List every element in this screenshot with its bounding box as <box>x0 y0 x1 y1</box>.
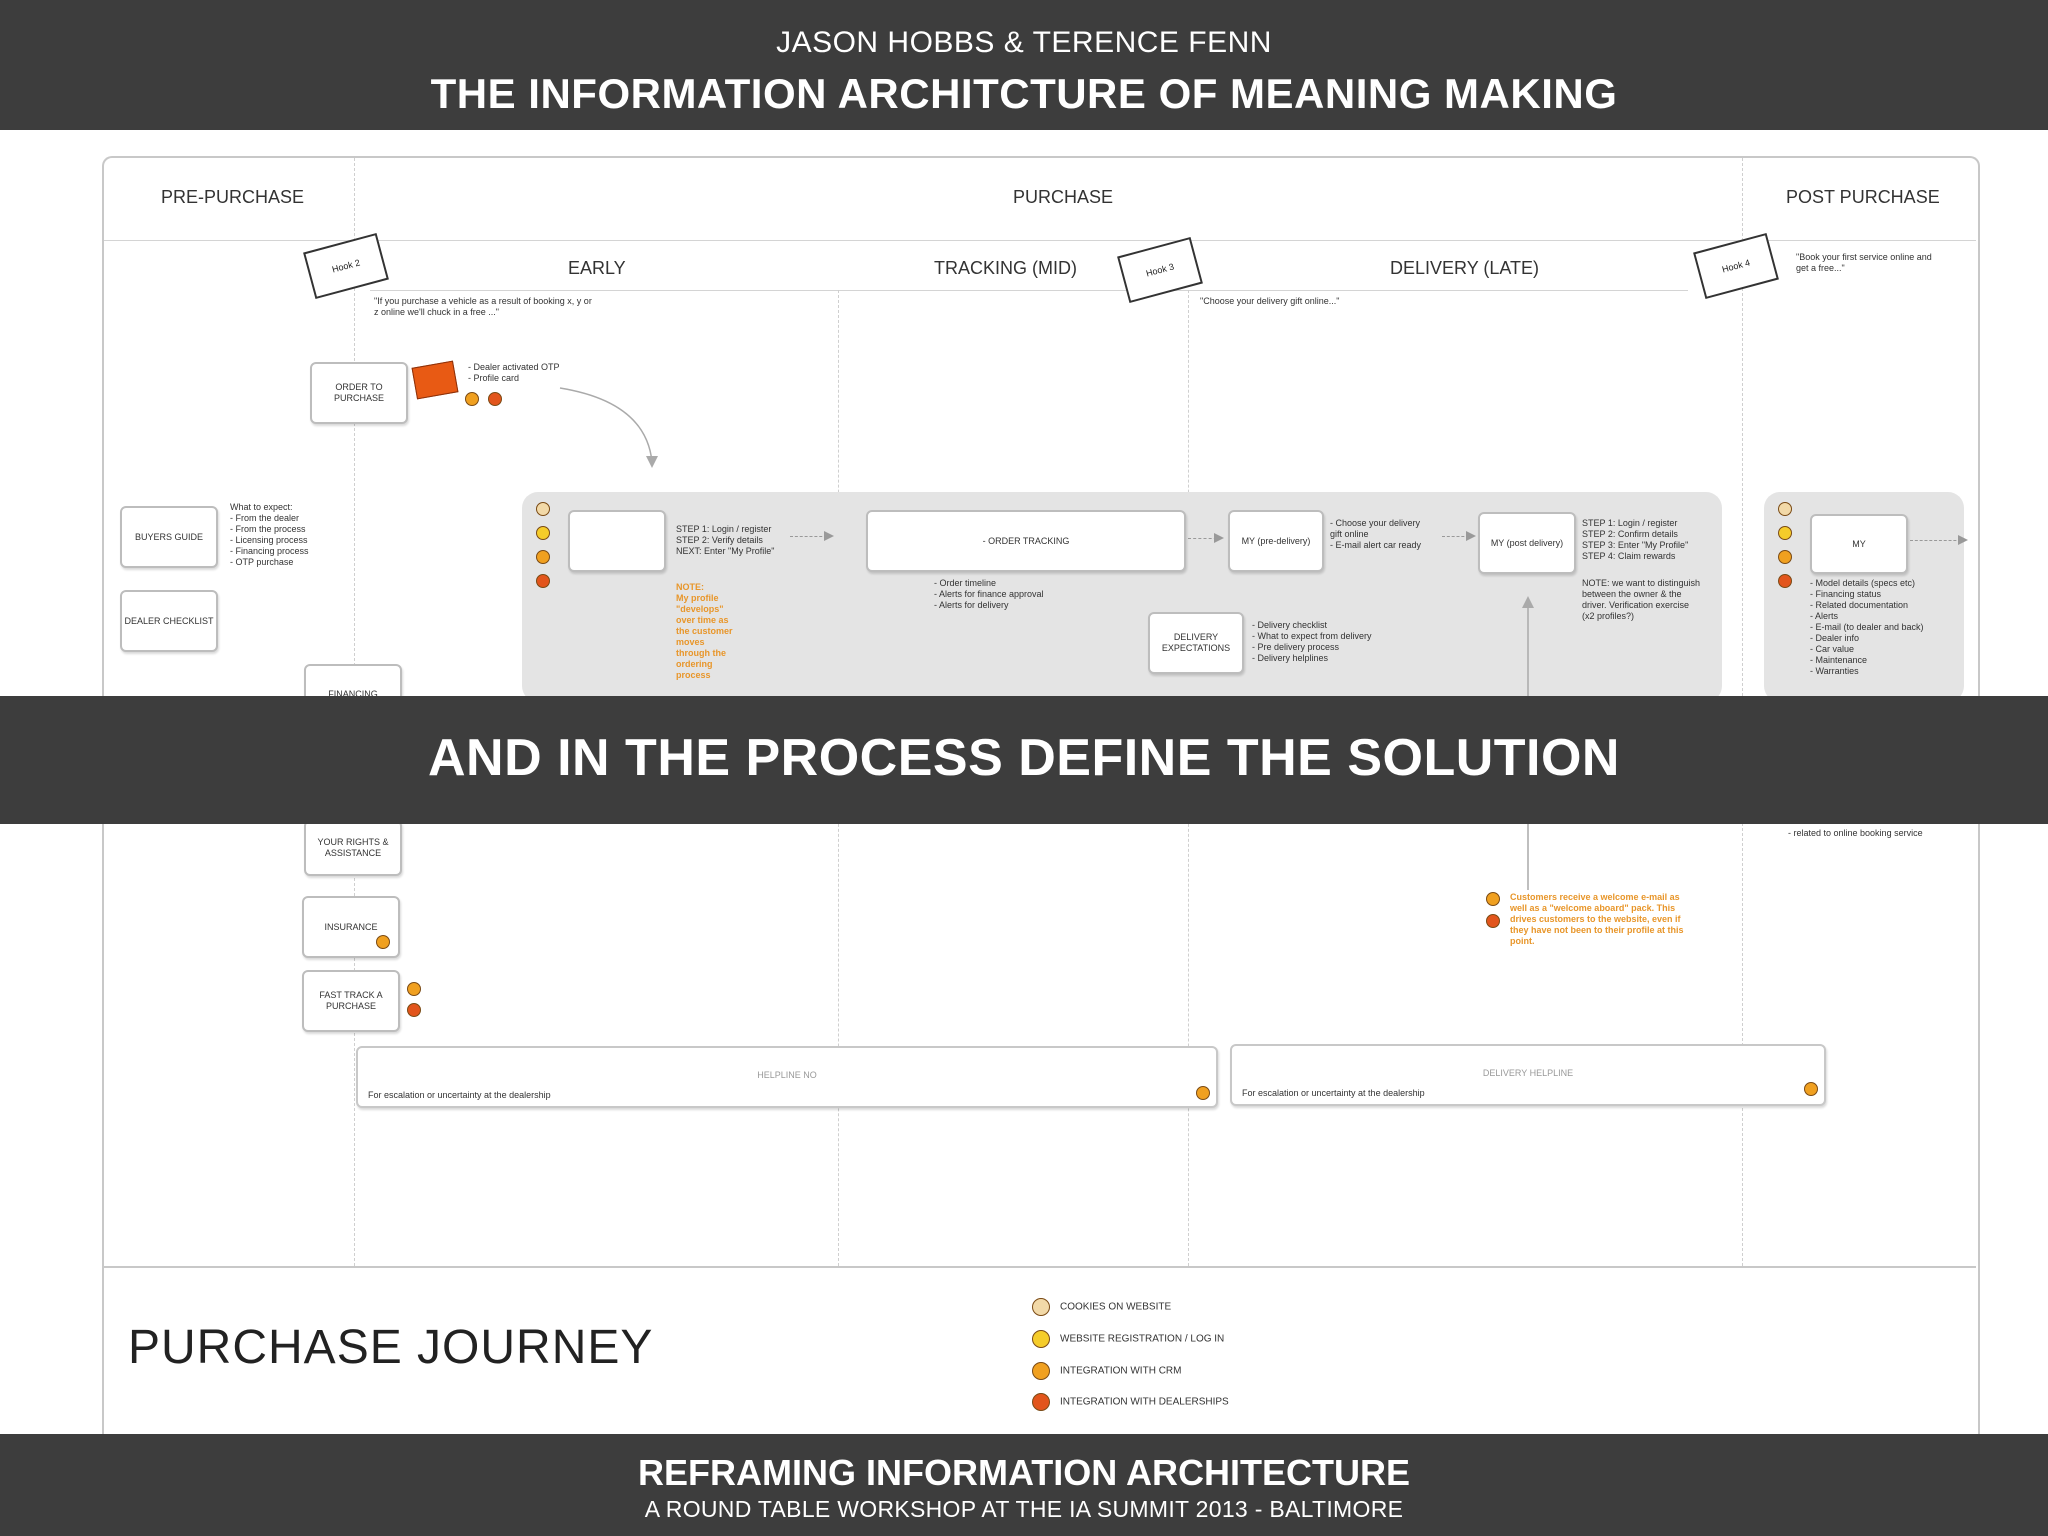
profile-develops-note: NOTE: My profile "develops" over time as… <box>676 582 733 680</box>
delivery-helpline-subtitle: For escalation or uncertainty at the dea… <box>1242 1088 1425 1098</box>
overlay-message: AND IN THE PROCESS DEFINE THE SOLUTION <box>428 729 1620 787</box>
flow-curve-arrow <box>559 387 658 468</box>
flow-arrow <box>790 531 834 541</box>
legend-divider <box>104 1266 1976 1268</box>
order-to-purchase-box: ORDER TO PURCHASE <box>310 362 408 424</box>
registration-dot-icon <box>1778 526 1792 540</box>
insurance-box: INSURANCE <box>302 896 400 958</box>
late-steps-note: STEP 1: Login / register STEP 2: Confirm… <box>1582 518 1689 561</box>
crm-dot-icon <box>1486 892 1500 906</box>
legend-cookies: COOKIES ON WEBSITE <box>1032 1298 1171 1316</box>
delivery-helpline-box: DELIVERY HELPLINE For escalation or unce… <box>1230 1044 1826 1106</box>
your-rights-box: YOUR RIGHTS & ASSISTANCE <box>304 820 402 876</box>
crm-dot-icon <box>1778 550 1792 564</box>
stage-early: EARLY <box>568 258 626 278</box>
phase-pre-purchase: PRE-PURCHASE <box>161 187 305 207</box>
crm-dot-icon <box>376 935 390 949</box>
cookies-dot-icon <box>536 502 550 516</box>
footer-band: REFRAMING INFORMATION ARCHITECTURE A ROU… <box>0 1434 2048 1536</box>
delivery-expectations-box: DELIVERY EXPECTATIONS <box>1148 612 1244 674</box>
login-box <box>568 510 666 572</box>
dealership-dot-icon <box>1032 1393 1050 1411</box>
crm-dot-icon <box>1032 1362 1050 1380</box>
crm-dot-icon <box>1804 1082 1818 1096</box>
hook-note-post: "Book your first service online and get … <box>1796 252 1932 273</box>
welcome-pack-note: Customers receive a welcome e-mail as we… <box>1510 892 1684 946</box>
order-tracking-box: - ORDER TRACKING <box>866 510 1186 572</box>
dealership-dot-icon <box>1486 914 1500 928</box>
otp-note: - Dealer activated OTP - Profile card <box>468 362 560 383</box>
dealership-dot-icon <box>488 392 502 406</box>
phase-purchase: PURCHASE <box>1013 187 1114 207</box>
helpline-title: HELPLINE NO <box>757 1070 817 1080</box>
legend-dealerships: INTEGRATION WITH DEALERSHIPS <box>1032 1393 1229 1411</box>
dealership-dot-icon <box>407 1003 421 1017</box>
footer-subtitle: A ROUND TABLE WORKSHOP AT THE IA SUMMIT … <box>644 1496 1404 1522</box>
authors: JASON HOBBS & TERENCE FENN <box>776 26 1272 59</box>
fast-track-box: FAST TRACK A PURCHASE <box>302 970 400 1032</box>
flow-arrow <box>1442 531 1476 541</box>
delivery-helpline-title: DELIVERY HELPLINE <box>1482 1068 1574 1078</box>
header-band: JASON HOBBS & TERENCE FENN THE INFORMATI… <box>0 0 2048 130</box>
my-post-delivery-box: MY (post delivery) <box>1478 512 1576 574</box>
presentation-title: THE INFORMATION ARCHITCTURE OF MEANING M… <box>430 70 1618 117</box>
flow-arrow <box>1910 535 1968 545</box>
registration-dot-icon <box>1032 1330 1050 1348</box>
phase-divider <box>104 240 1976 241</box>
early-steps-note: STEP 1: Login / register STEP 2: Verify … <box>676 524 775 556</box>
helpline-subtitle: For escalation or uncertainty at the dea… <box>368 1090 551 1100</box>
stage-tracking: TRACKING (MID) <box>934 258 1077 278</box>
hook-note-early: "If you purchase a vehicle as a result o… <box>374 296 592 317</box>
stage-delivery: DELIVERY (LATE) <box>1390 258 1540 278</box>
overlay-band: AND IN THE PROCESS DEFINE THE SOLUTION <box>0 696 2048 824</box>
pre-delivery-note: - Choose your delivery gift online - E-m… <box>1330 518 1422 550</box>
my-pre-delivery-box: MY (pre-delivery) <box>1228 510 1324 572</box>
owner-profile-note: - Model details (specs etc) - Financing … <box>1810 578 1924 676</box>
dealer-checklist-box: DEALER CHECKLIST <box>120 590 218 652</box>
helpline-box: HELPLINE NO For escalation or uncertaint… <box>356 1046 1218 1108</box>
purchase-journey-title: PURCHASE JOURNEY <box>128 1321 654 1374</box>
stage-divider <box>370 290 1688 291</box>
cookies-dot-icon <box>1778 502 1792 516</box>
crm-dot-icon <box>407 982 421 996</box>
hook-note-delivery: "Choose your delivery gift online..." <box>1200 296 1340 306</box>
tracking-note: - Order timeline - Alerts for finance ap… <box>934 578 1044 610</box>
delivery-expectations-note: - Delivery checklist - What to expect fr… <box>1252 620 1372 663</box>
registration-dot-icon <box>536 526 550 540</box>
buyers-guide-box: BUYERS GUIDE <box>120 506 218 568</box>
my-owner-box: MY <box>1810 514 1908 574</box>
flow-arrow <box>1188 533 1224 543</box>
buyers-guide-note: What to expect: - From the dealer - From… <box>230 502 309 567</box>
crm-dot-icon <box>1196 1086 1210 1100</box>
legend-crm: INTEGRATION WITH CRM <box>1032 1362 1181 1380</box>
crm-dot-icon <box>536 550 550 564</box>
crm-dot-icon <box>465 392 479 406</box>
phase-post-purchase: POST PURCHASE <box>1786 187 1940 207</box>
verification-note: NOTE: we want to distinguish between the… <box>1582 578 1701 621</box>
online-booking-note: - related to online booking service <box>1788 828 1923 838</box>
dealership-dot-icon <box>536 574 550 588</box>
legend-registration: WEBSITE REGISTRATION / LOG IN <box>1032 1330 1224 1348</box>
footer-title: REFRAMING INFORMATION ARCHITECTURE <box>638 1452 1410 1493</box>
dealership-dot-icon <box>1778 574 1792 588</box>
cookies-dot-icon <box>1032 1298 1050 1316</box>
